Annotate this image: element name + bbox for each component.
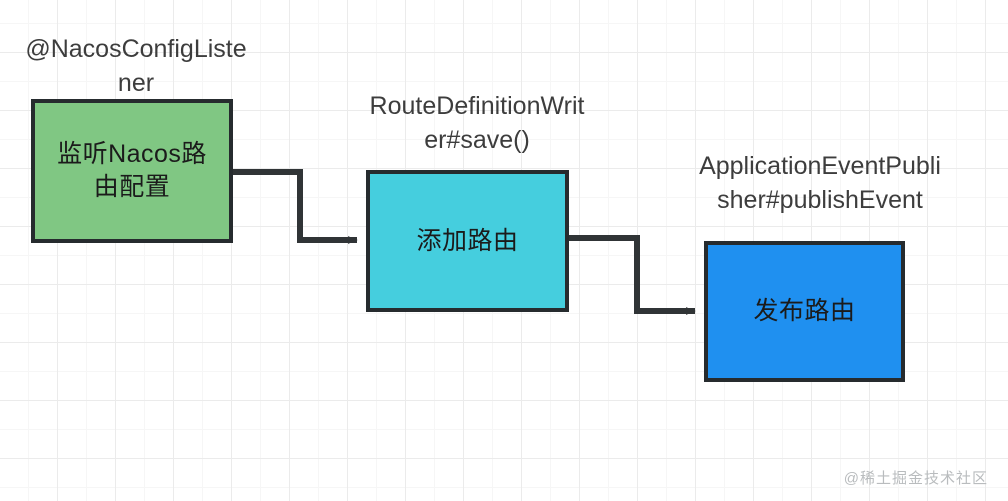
node-label: 监听Nacos路 由配置: [57, 140, 207, 201]
node-add-route[interactable]: 添加路由: [366, 170, 569, 312]
caption-route-definition-writer: RouteDefinitionWrit er#save(): [369, 92, 585, 154]
connector-add-to-publish: [569, 235, 696, 315]
node-publish-route[interactable]: 发布路由: [704, 241, 905, 382]
caption-application-event-publisher: ApplicationEventPubli sher#publishEvent: [699, 152, 941, 214]
node-label: 添加路由: [416, 226, 519, 255]
connector-listen-to-add: [233, 169, 358, 244]
node-listen-nacos-route-config[interactable]: 监听Nacos路 由配置: [31, 99, 233, 243]
watermark: @稀土掘金技术社区: [843, 470, 988, 487]
node-label: 发布路由: [753, 297, 856, 325]
caption-nacos-config-listener: @NacosConfigListe ner: [25, 35, 247, 97]
